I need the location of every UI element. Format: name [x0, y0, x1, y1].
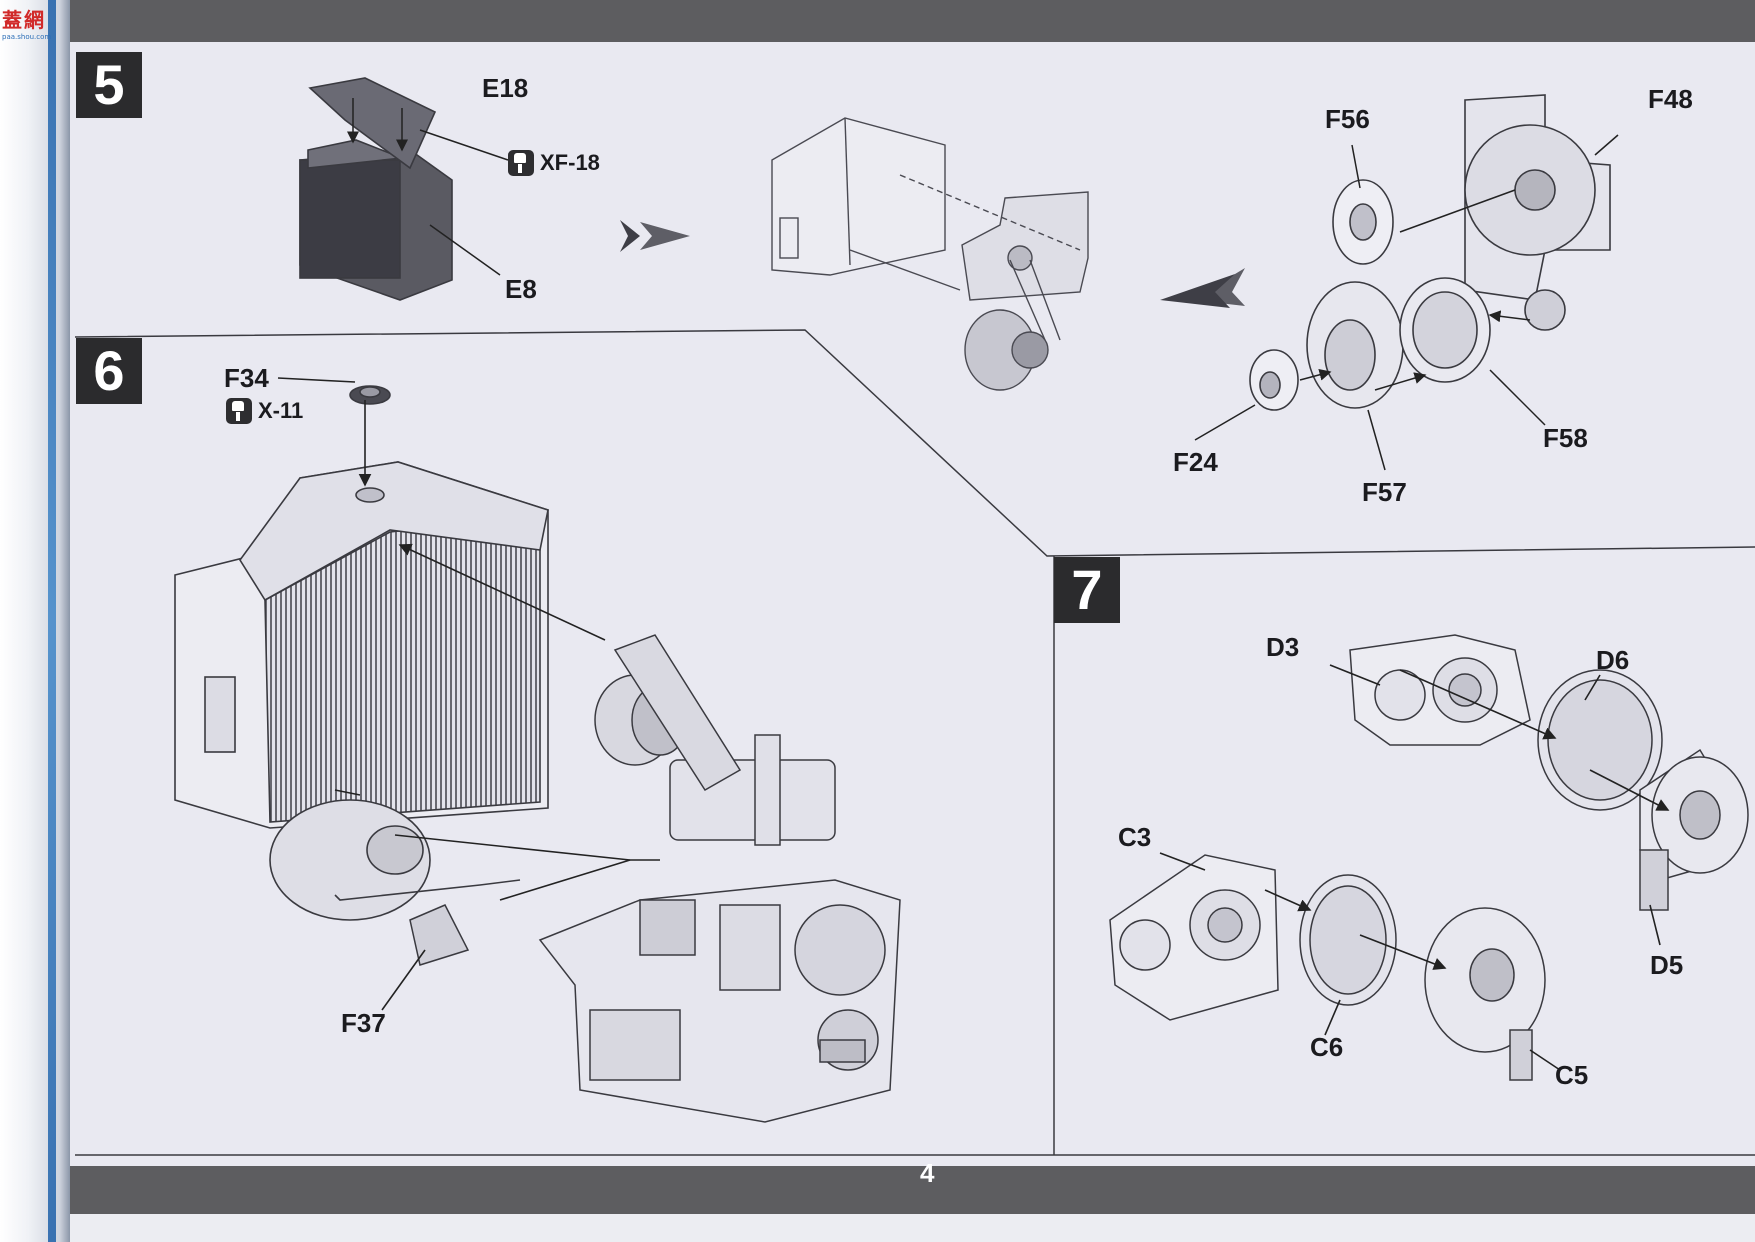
section-dividers: [74, 329, 1755, 1156]
paint-code: X-11: [258, 398, 304, 423]
part-label-f57: F57: [1362, 477, 1407, 507]
part-label-e18: E18: [482, 73, 529, 103]
binding-shadow: [0, 0, 70, 1242]
part-label-f34: F34: [224, 363, 269, 393]
part-label-c5: C5: [1555, 1060, 1589, 1090]
part-label-d3: D3: [1266, 632, 1300, 662]
direction-arrow-icon: [620, 220, 1245, 308]
part-label-c3: C3: [1118, 822, 1152, 852]
part-label-f24: F24: [1173, 447, 1218, 477]
step5-arrows: [347, 98, 509, 276]
step-6-number: 6: [76, 338, 142, 404]
step6-engine: [409, 634, 901, 1123]
part-label-e8: E8: [505, 274, 537, 304]
watermark-text: 蓋網: [2, 10, 46, 32]
part-label-c6: C6: [1310, 1032, 1344, 1062]
part-label-f37: F37: [341, 1008, 386, 1038]
watermark-logo: 蓋網 paa.shou.com: [2, 4, 68, 41]
watermark-url: paa.shou.com: [2, 33, 52, 41]
part-label-f58: F58: [1543, 423, 1588, 453]
step-5-number: 5: [76, 52, 142, 118]
paint-callout-x11: X-11: [226, 398, 303, 424]
paint-callout-xf18: XF-18: [508, 150, 600, 176]
step7-gearbox-lower: [1109, 854, 1546, 1081]
page-number: 4: [920, 1158, 935, 1188]
part-label-d6: D6: [1596, 645, 1630, 675]
step7-arrows: [1159, 664, 1670, 1071]
paint-brush-icon: [508, 150, 534, 176]
binding-edge: [48, 0, 56, 1242]
step-7-number: 7: [1054, 557, 1120, 623]
step5-fan-assembly: [1249, 94, 1611, 411]
part-label-f48: F48: [1648, 84, 1693, 114]
paint-brush-icon: [226, 398, 252, 424]
bottom-band: [70, 1166, 1755, 1214]
step5-radiator-shell: [299, 77, 453, 301]
paint-code: XF-18: [540, 150, 600, 175]
step7-gearbox-upper: [1349, 634, 1749, 911]
part-label-f56: F56: [1325, 104, 1370, 134]
step6-radiator: [174, 385, 549, 921]
top-band: [70, 0, 1755, 42]
below-page: [70, 1214, 1755, 1242]
step5-fan-leaders: [1194, 134, 1619, 471]
step5-radiator-outline: [771, 117, 1089, 391]
step6-arrows: [277, 377, 660, 1011]
part-label-d5: D5: [1650, 950, 1684, 980]
